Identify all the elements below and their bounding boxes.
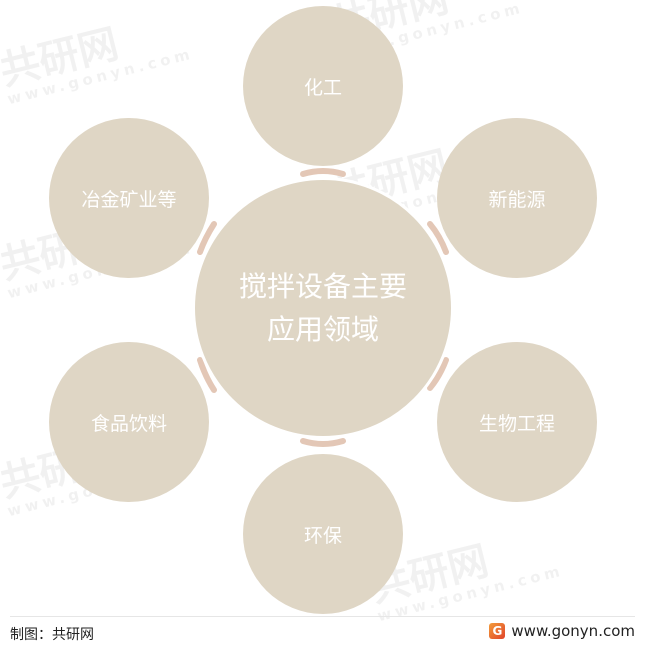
node-label: 新能源 bbox=[488, 188, 546, 211]
node-chemical: 化工 bbox=[243, 6, 403, 166]
connector-food-beverage bbox=[197, 357, 217, 393]
footer-site: G www.gonyn.com bbox=[489, 622, 635, 640]
node-label: 冶金矿业等 bbox=[81, 188, 177, 211]
footer-divider bbox=[10, 616, 635, 617]
footer-credit: 制图：共研网 bbox=[10, 627, 94, 643]
footer-site-url[interactable]: www.gonyn.com bbox=[511, 622, 635, 640]
node-label: 环保 bbox=[303, 524, 342, 547]
connector-new-energy bbox=[427, 221, 449, 255]
node-label: 食品饮料 bbox=[90, 412, 167, 435]
center-node: 搅拌设备主要 应用领域 bbox=[192, 177, 454, 439]
connector-environmental bbox=[300, 438, 346, 447]
node-environmental: 环保 bbox=[243, 454, 403, 614]
node-bio-engineering: 生物工程 bbox=[437, 342, 597, 502]
node-new-energy: 新能源 bbox=[437, 118, 597, 278]
node-metallurgy-mining: 冶金矿业等 bbox=[49, 118, 209, 278]
connector-metallurgy-mining bbox=[197, 221, 217, 255]
node-food-beverage: 食品饮料 bbox=[49, 342, 209, 502]
node-label: 化工 bbox=[303, 76, 342, 99]
node-label: 生物工程 bbox=[478, 412, 555, 435]
connector-chemical bbox=[300, 168, 346, 177]
gonyn-logo-icon: G bbox=[489, 623, 506, 639]
connector-bio-engineering bbox=[427, 357, 449, 391]
center-label: 搅拌设备主要 应用领域 bbox=[238, 269, 407, 346]
